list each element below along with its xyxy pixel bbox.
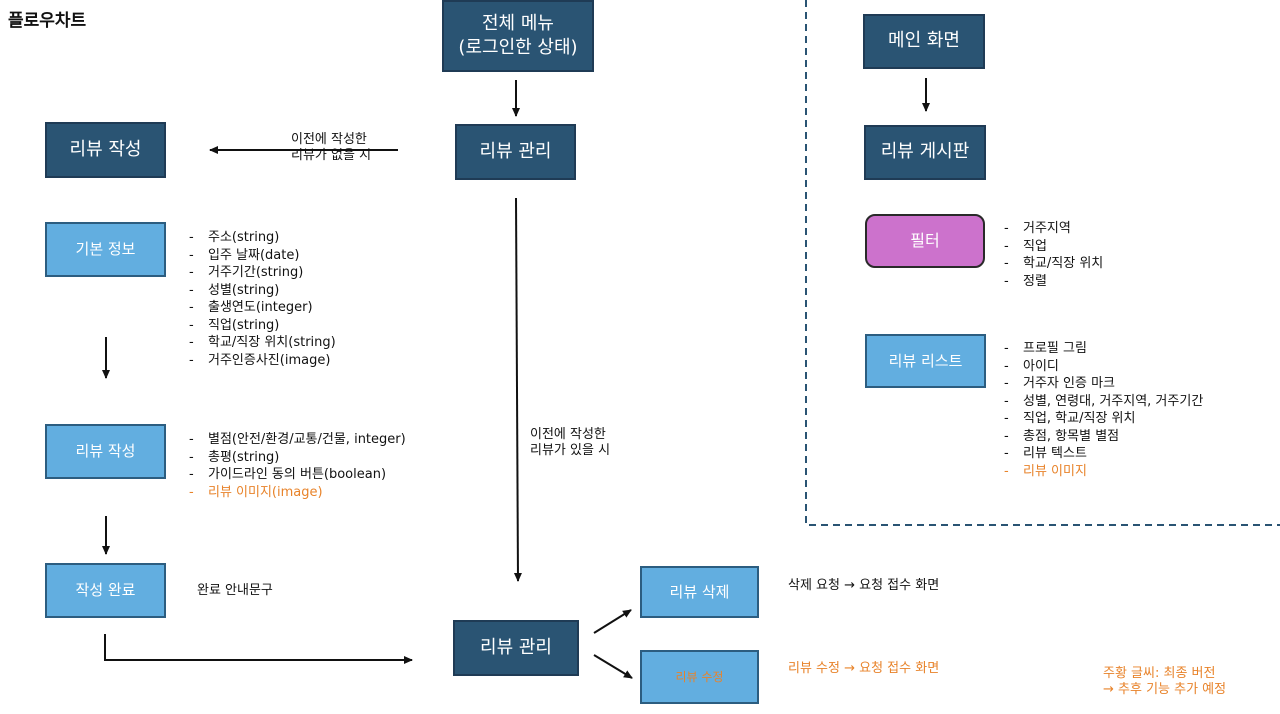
review-write-header-label: 리뷰 작성 [69,138,142,160]
arrow-done-to-manage [104,634,413,664]
list-item: 거주지역 [1004,220,1103,238]
list-item: 총점, 항목별 별점 [1004,428,1203,446]
main-screen-box[interactable]: 메인 화면 [863,14,985,69]
review-write-list: 별점(안전/환경/교통/건물, integer) 총평(string) 가이드라… [189,431,406,501]
filter-label: 필터 [910,231,940,251]
main-screen-label: 메인 화면 [888,30,960,52]
list-item: 학교/직장 위치(string) [189,334,336,352]
page-title: 플로우차트 [8,11,87,31]
done-guide-note: 완료 안내문구 [197,583,273,598]
list-item: 학교/직장 위치 [1004,255,1103,273]
list-item: 직업, 학교/직장 위치 [1004,410,1203,428]
review-board-label: 리뷰 게시판 [880,141,970,163]
list-item: 입주 날짜(date) [189,247,336,265]
list-item: 출생연도(integer) [189,299,336,317]
filter-box[interactable]: 필터 [865,214,985,268]
list-item: 정렬 [1004,273,1103,291]
list-item: 거주인증사진(image) [189,352,336,370]
list-item: 성별(string) [189,282,336,300]
basic-info-box[interactable]: 기본 정보 [45,222,166,277]
list-item: 가이드라인 동의 버튼(boolean) [189,466,406,484]
review-manage-top-box[interactable]: 리뷰 관리 [455,124,576,180]
list-item: 거주자 인증 마크 [1004,375,1203,393]
filter-list: 거주지역 직업 학교/직장 위치 정렬 [1004,220,1103,290]
list-item: 성별, 연령대, 거주지역, 거주기간 [1004,393,1203,411]
write-done-label: 작성 완료 [75,581,136,600]
legend-line-2: → 추후 기능 추가 예정 [1103,682,1227,697]
arrow-manage-to-delete [593,609,632,634]
review-manage-bottom-box[interactable]: 리뷰 관리 [453,620,579,676]
list-item: 주소(string) [189,229,336,247]
list-item: 별점(안전/환경/교통/건물, integer) [189,431,406,449]
edge-label-has-prev: 이전에 작성한 리뷰가 있을 시 [530,427,611,458]
review-list-box[interactable]: 리뷰 리스트 [865,334,986,388]
list-item: 거주기간(string) [189,264,336,282]
arrow-manage-to-manage [513,197,522,582]
list-item: 직업(string) [189,317,336,335]
review-delete-box[interactable]: 리뷰 삭제 [640,566,759,618]
dashed-region-border [805,0,1280,526]
list-item: 프로필 그림 [1004,340,1203,358]
edge-label-no-prev: 이전에 작성한 리뷰가 없을 시 [291,132,372,163]
full-menu-label: 전체 메뉴 (로그인한 상태) [458,12,578,58]
list-item: 리뷰 이미지 [1004,463,1203,481]
review-list-label: 리뷰 리스트 [888,351,963,370]
review-write-header-box[interactable]: 리뷰 작성 [45,122,166,178]
arrow-manage-to-edit [593,654,633,679]
delete-flow-note: 삭제 요청 → 요청 접수 화면 [788,578,940,593]
basic-info-list: 주소(string) 입주 날짜(date) 거주기간(string) 성별(s… [189,229,336,369]
write-done-box[interactable]: 작성 완료 [45,563,166,618]
legend-note: 주황 글씨: 최종 버전 → 추후 기능 추가 예정 [1103,666,1226,698]
edit-flow-note: 리뷰 수정 → 요청 접수 화면 [788,661,940,676]
review-manage-top-label: 리뷰 관리 [479,140,552,162]
full-menu-box[interactable]: 전체 메뉴 (로그인한 상태) [442,0,594,72]
list-item: 아이디 [1004,358,1203,376]
list-item: 직업 [1004,238,1103,256]
review-board-box[interactable]: 리뷰 게시판 [864,125,986,180]
review-manage-bottom-label: 리뷰 관리 [480,636,552,658]
review-delete-label: 리뷰 삭제 [669,582,730,601]
legend-line-1: 주황 글씨: 최종 버전 [1103,666,1216,681]
review-edit-box[interactable]: 리뷰 수정 [640,650,759,704]
review-write-label: 리뷰 작성 [75,442,136,461]
review-write-box[interactable]: 리뷰 작성 [45,424,166,479]
review-list-items: 프로필 그림 아이디 거주자 인증 마크 성별, 연령대, 거주지역, 거주기간… [1004,340,1203,480]
review-edit-label: 리뷰 수정 [675,669,724,684]
basic-info-label: 기본 정보 [75,240,136,259]
list-item: 리뷰 이미지(image) [189,484,406,502]
list-item: 총평(string) [189,449,406,467]
list-item: 리뷰 텍스트 [1004,445,1203,463]
